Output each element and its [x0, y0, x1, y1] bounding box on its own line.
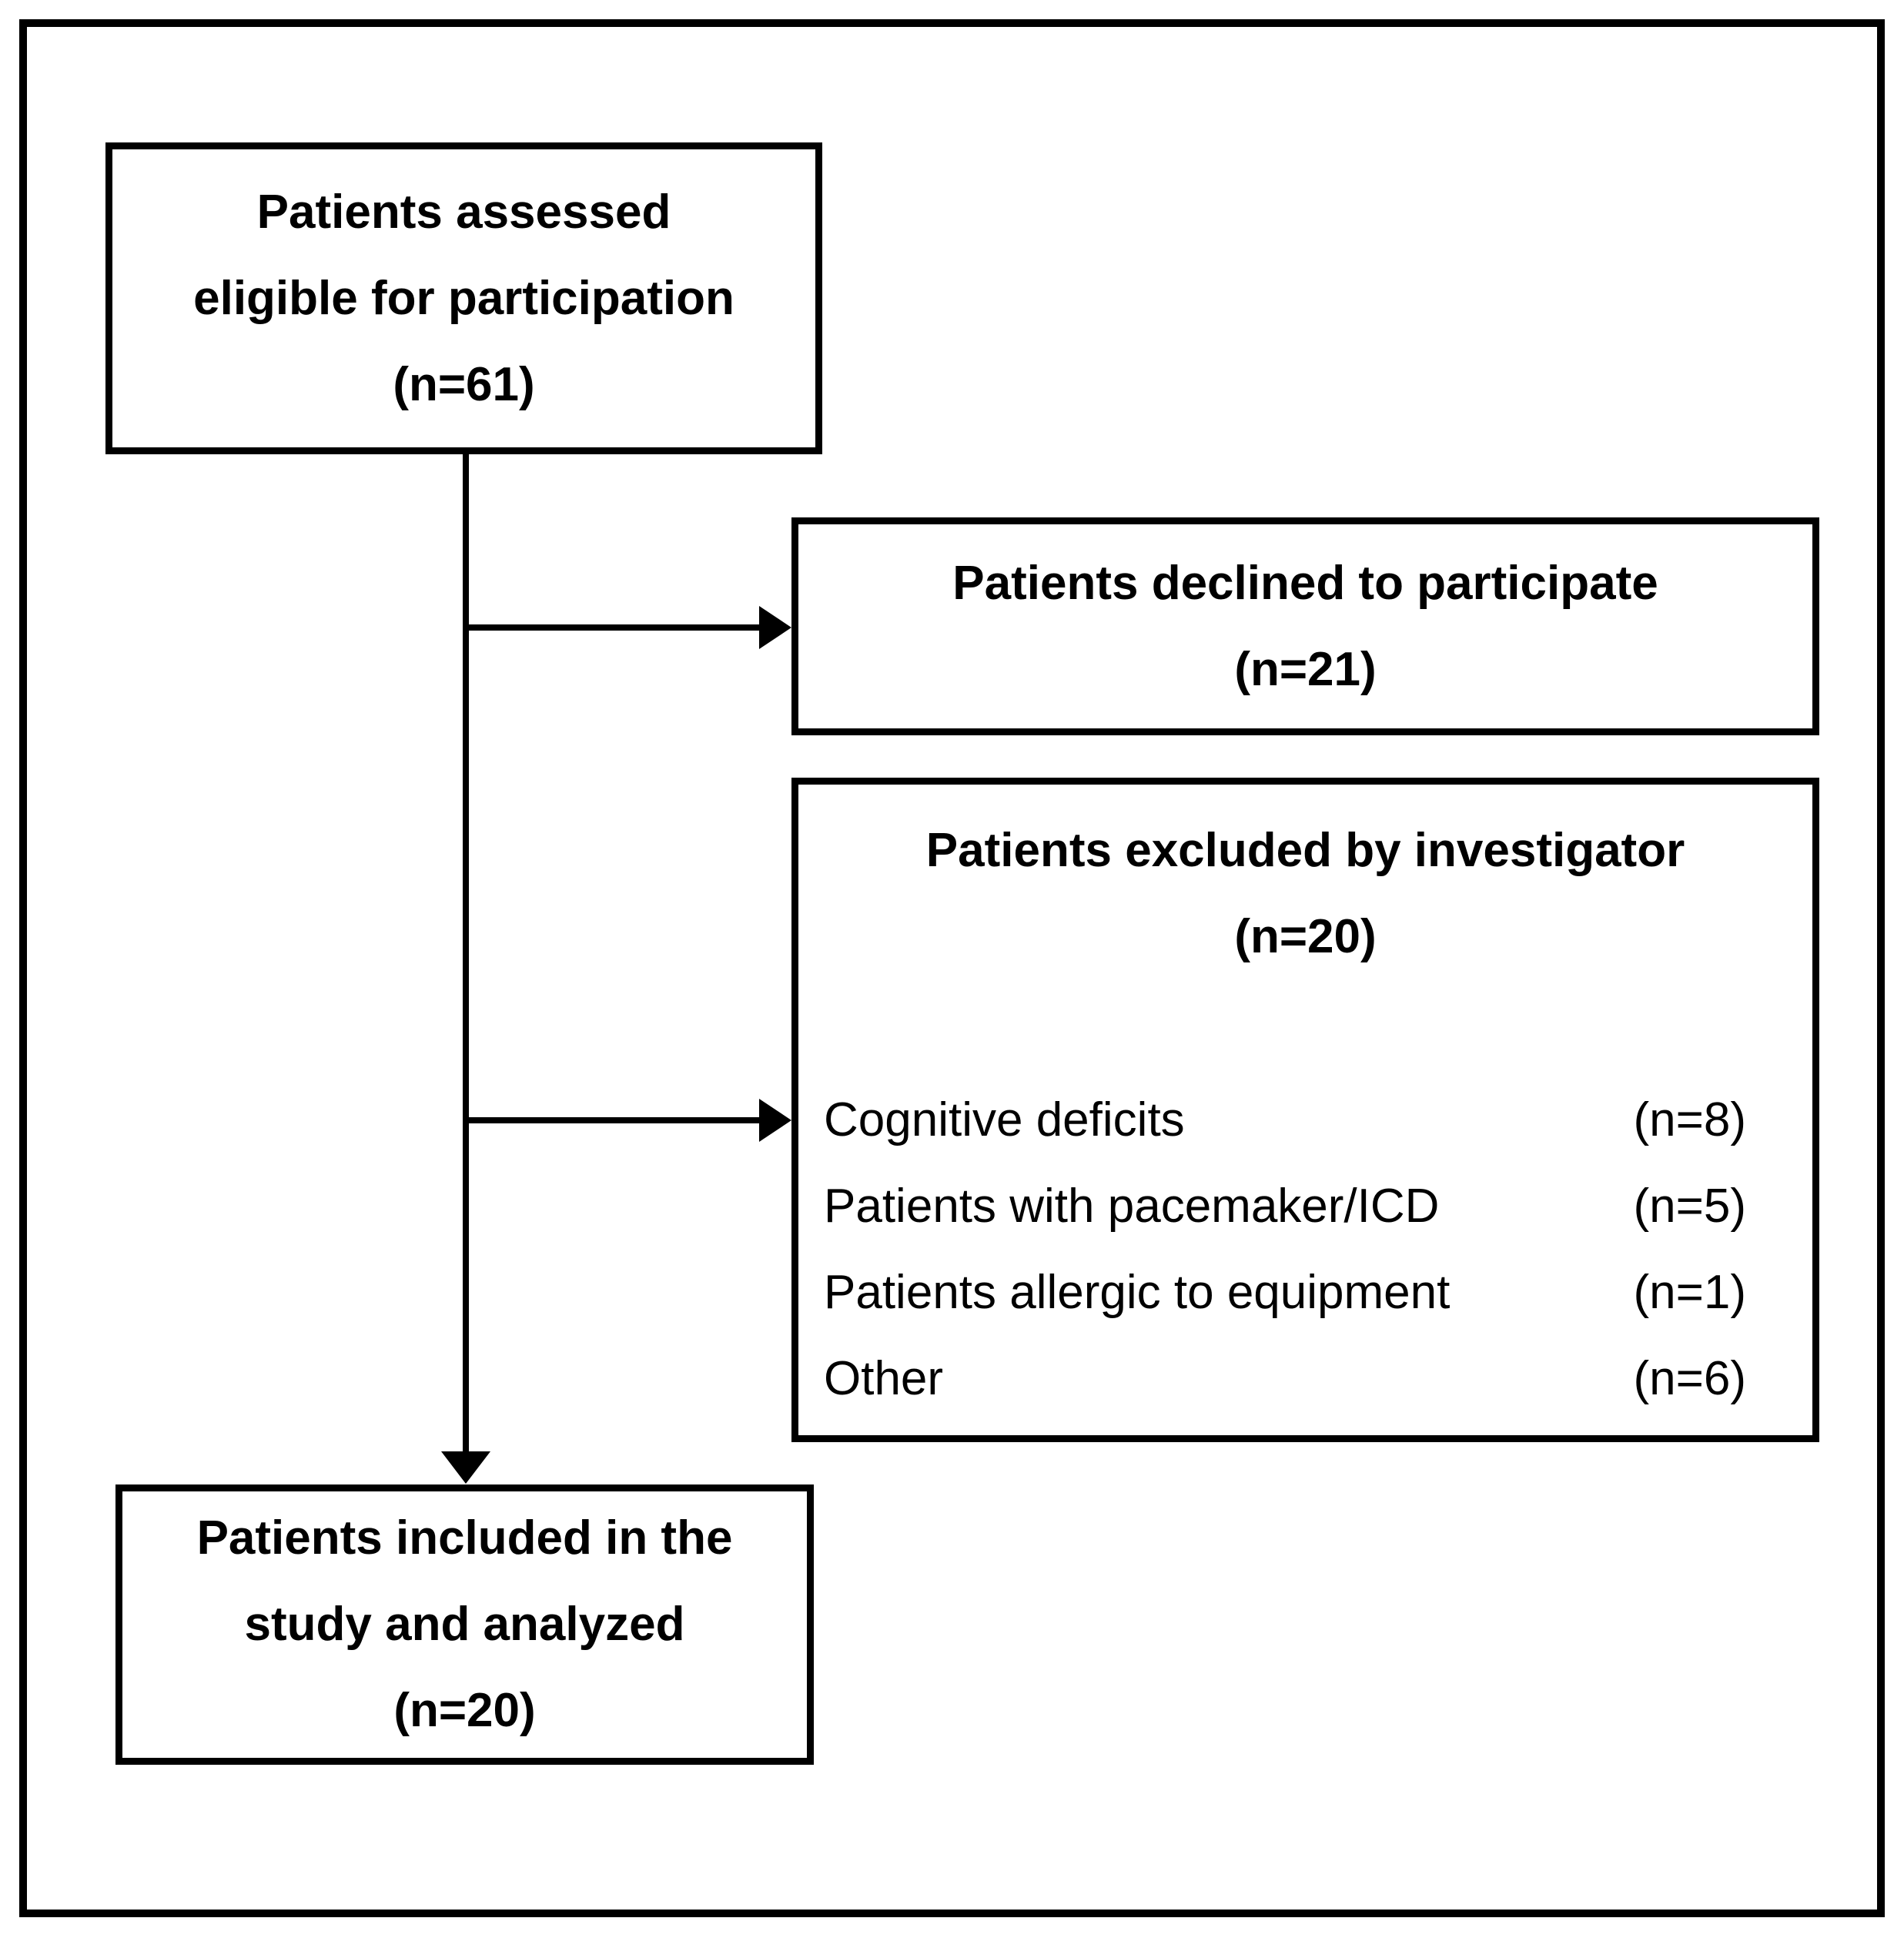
figure-border	[19, 19, 1885, 1917]
arrowhead-down-icon	[441, 1451, 490, 1484]
included-line-1: Patients included in the	[196, 1511, 733, 1565]
arrowhead-right-icon	[759, 1099, 791, 1142]
vertical-connector-line	[463, 454, 469, 1451]
arrowhead-right-icon	[759, 606, 791, 649]
excluded-header: Patients excluded by investigator (n=20)	[798, 808, 1812, 980]
included-line-2: study and analyzed	[244, 1598, 685, 1651]
declined-line-1: Patients declined to participate	[952, 556, 1658, 610]
box-included-patients: Patients included in the study and analy…	[115, 1484, 814, 1765]
box-declined-patients: Patients declined to participate (n=21)	[791, 517, 1819, 735]
declined-count: (n=21)	[1234, 642, 1377, 696]
reason-label: Other	[824, 1352, 944, 1405]
reason-label: Cognitive deficits	[824, 1093, 1185, 1146]
eligible-line-2: eligible for participation	[193, 271, 734, 325]
reason-count: (n=1)	[1633, 1266, 1746, 1319]
reason-label: Patients allergic to equipment	[824, 1266, 1451, 1319]
excluded-count: (n=20)	[1234, 910, 1377, 963]
box-eligible-patients: Patients assessed eligible for participa…	[105, 142, 822, 454]
included-count: (n=20)	[393, 1684, 536, 1737]
reason-count: (n=6)	[1633, 1352, 1746, 1405]
reason-count: (n=5)	[1633, 1180, 1746, 1233]
list-item: Patients with pacemaker/ICD (n=5)	[824, 1163, 1746, 1250]
eligible-count: (n=61)	[393, 357, 535, 411]
reason-label: Patients with pacemaker/ICD	[824, 1180, 1440, 1233]
box-excluded-patients: Patients excluded by investigator (n=20)…	[791, 778, 1819, 1442]
excluded-reasons-list: Cognitive deficits (n=8) Patients with p…	[798, 1077, 1812, 1422]
branch-line-declined	[466, 624, 761, 631]
eligible-line-1: Patients assessed	[256, 185, 671, 239]
excluded-title: Patients excluded by investigator	[925, 824, 1685, 877]
branch-line-excluded	[466, 1117, 761, 1123]
reason-count: (n=8)	[1633, 1093, 1746, 1146]
list-item: Other (n=6)	[824, 1336, 1746, 1422]
list-item: Cognitive deficits (n=8)	[824, 1077, 1746, 1163]
list-item: Patients allergic to equipment (n=1)	[824, 1250, 1746, 1336]
